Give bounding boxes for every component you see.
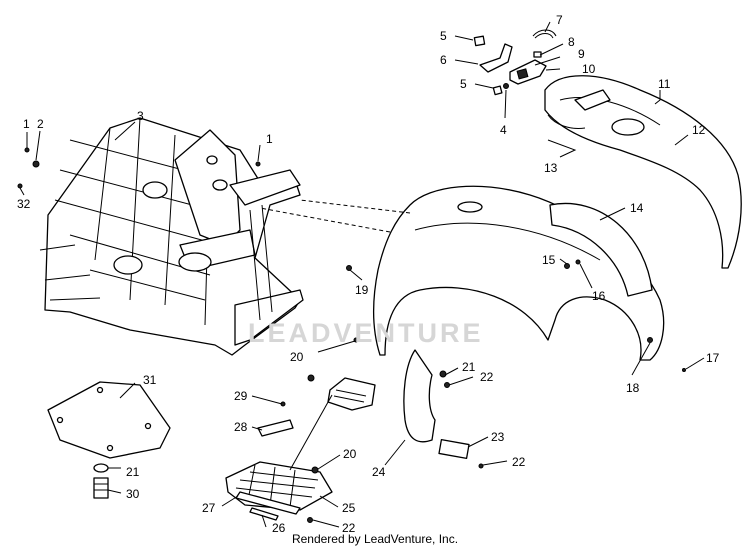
- callout-22-mid: 22: [512, 455, 526, 469]
- callout-29: 29: [234, 389, 248, 403]
- callout-32: 32: [17, 197, 31, 211]
- callout-16: 16: [592, 289, 606, 303]
- callout-21-right: 21: [462, 360, 476, 374]
- watermark: LEADVENTURE: [248, 318, 484, 348]
- callout-20-bottom: 20: [343, 447, 357, 461]
- callout-22-bottom: 22: [342, 521, 356, 535]
- footer-credit: Rendered by LeadVenture, Inc.: [291, 532, 459, 546]
- callout-19: 19: [355, 283, 369, 297]
- callout-1-left: 1: [23, 117, 30, 131]
- callout-21-left: 21: [126, 465, 140, 479]
- callout-4: 4: [500, 123, 507, 137]
- callout-14: 14: [630, 201, 644, 215]
- callout-15: 15: [542, 253, 556, 267]
- callout-18: 18: [626, 381, 640, 395]
- callout-23: 23: [491, 430, 505, 444]
- callout-1-center: 1: [266, 132, 273, 146]
- callout-10: 10: [582, 62, 596, 76]
- rear-fender: [544, 75, 742, 269]
- skid-plate: [47, 381, 171, 499]
- callout-17: 17: [706, 351, 720, 365]
- callout-5-top: 5: [440, 29, 447, 43]
- callout-7: 7: [556, 13, 563, 27]
- callout-28: 28: [234, 420, 248, 434]
- callout-26: 26: [272, 521, 286, 535]
- callout-31: 31: [143, 373, 157, 387]
- callout-5-lower: 5: [460, 77, 467, 91]
- callout-13: 13: [544, 161, 558, 175]
- callout-labels: 1 2 3 1 32 5 6 7 8 9 10 5 4 11 12 13 14 …: [17, 13, 720, 535]
- callout-24: 24: [372, 465, 386, 479]
- footrest-assembly: [225, 349, 470, 521]
- callout-30: 30: [126, 487, 140, 501]
- callout-20-top: 20: [290, 350, 304, 364]
- callout-2: 2: [37, 117, 44, 131]
- frame-assembly: [39, 117, 304, 356]
- callout-9: 9: [578, 47, 585, 61]
- callout-11: 11: [658, 77, 671, 91]
- callout-12: 12: [692, 123, 706, 137]
- callout-3: 3: [137, 109, 144, 123]
- callout-22-right: 22: [480, 370, 494, 384]
- front-fender: [259, 185, 665, 361]
- leader-lines: [19, 21, 705, 528]
- callout-27: 27: [202, 501, 216, 515]
- callout-25: 25: [342, 501, 356, 515]
- callout-6: 6: [440, 53, 447, 67]
- callout-8: 8: [568, 35, 575, 49]
